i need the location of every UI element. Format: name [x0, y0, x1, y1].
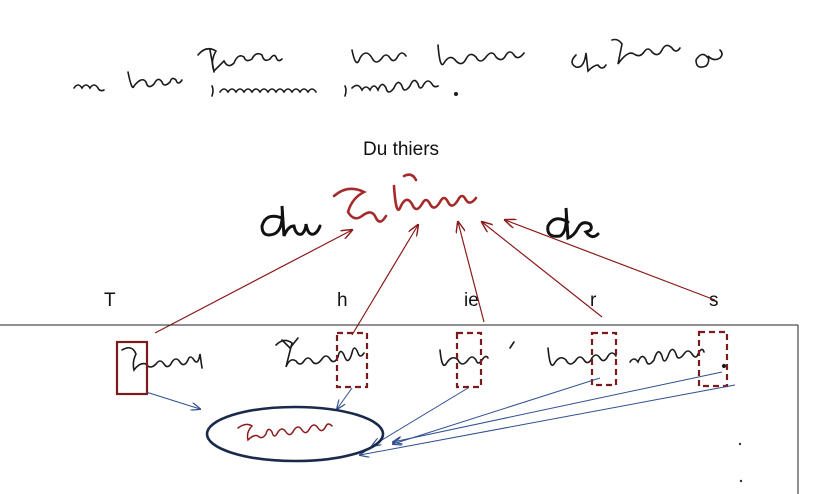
figure-title: Du thiers	[363, 139, 440, 160]
arrow-h-to-ellipse	[337, 387, 353, 409]
blue-arrows	[145, 371, 736, 455]
handwriting-center-du	[260, 205, 322, 237]
letter-label-h: h	[337, 290, 348, 311]
arrow-ie-to-ellipse	[372, 387, 469, 446]
red-arrows	[154, 220, 716, 336]
bottom-frame	[0, 324, 799, 494]
arrow-r-to-ellipse	[393, 377, 601, 444]
arrow-s1-to-ellipse	[393, 371, 723, 442]
box-letter-t	[115, 340, 149, 396]
arrow-ie-to-word	[458, 222, 485, 323]
handwriting-center-tohus	[332, 173, 478, 223]
arrow-t-to-word	[154, 230, 352, 334]
box-letter-r	[590, 331, 618, 387]
stray-dot-2	[739, 479, 743, 483]
reconstruction-ellipse	[205, 405, 385, 463]
box-letter-h	[335, 331, 369, 389]
arrow-r-to-word	[482, 222, 603, 318]
arrow-s-to-word	[505, 220, 716, 301]
letter-label-ie: ie	[464, 290, 479, 311]
handwriting-center-de	[546, 207, 600, 241]
handwriting-top-line-2	[73, 71, 458, 97]
arrow-t-to-ellipse	[145, 391, 200, 409]
handwriting-bottom-line	[121, 337, 727, 372]
box-letter-ie	[455, 331, 483, 389]
arrow-h-to-word	[351, 225, 418, 336]
letter-label-s: s	[709, 290, 719, 311]
box-letter-s	[697, 330, 729, 388]
letter-label-t: T	[104, 290, 116, 311]
handwriting-top-line-1	[197, 38, 723, 73]
arrow-s2-to-ellipse	[360, 384, 736, 455]
handwriting-ellipse-word	[237, 423, 333, 442]
letter-label-r: r	[590, 290, 597, 311]
stray-dot-1	[738, 442, 742, 446]
